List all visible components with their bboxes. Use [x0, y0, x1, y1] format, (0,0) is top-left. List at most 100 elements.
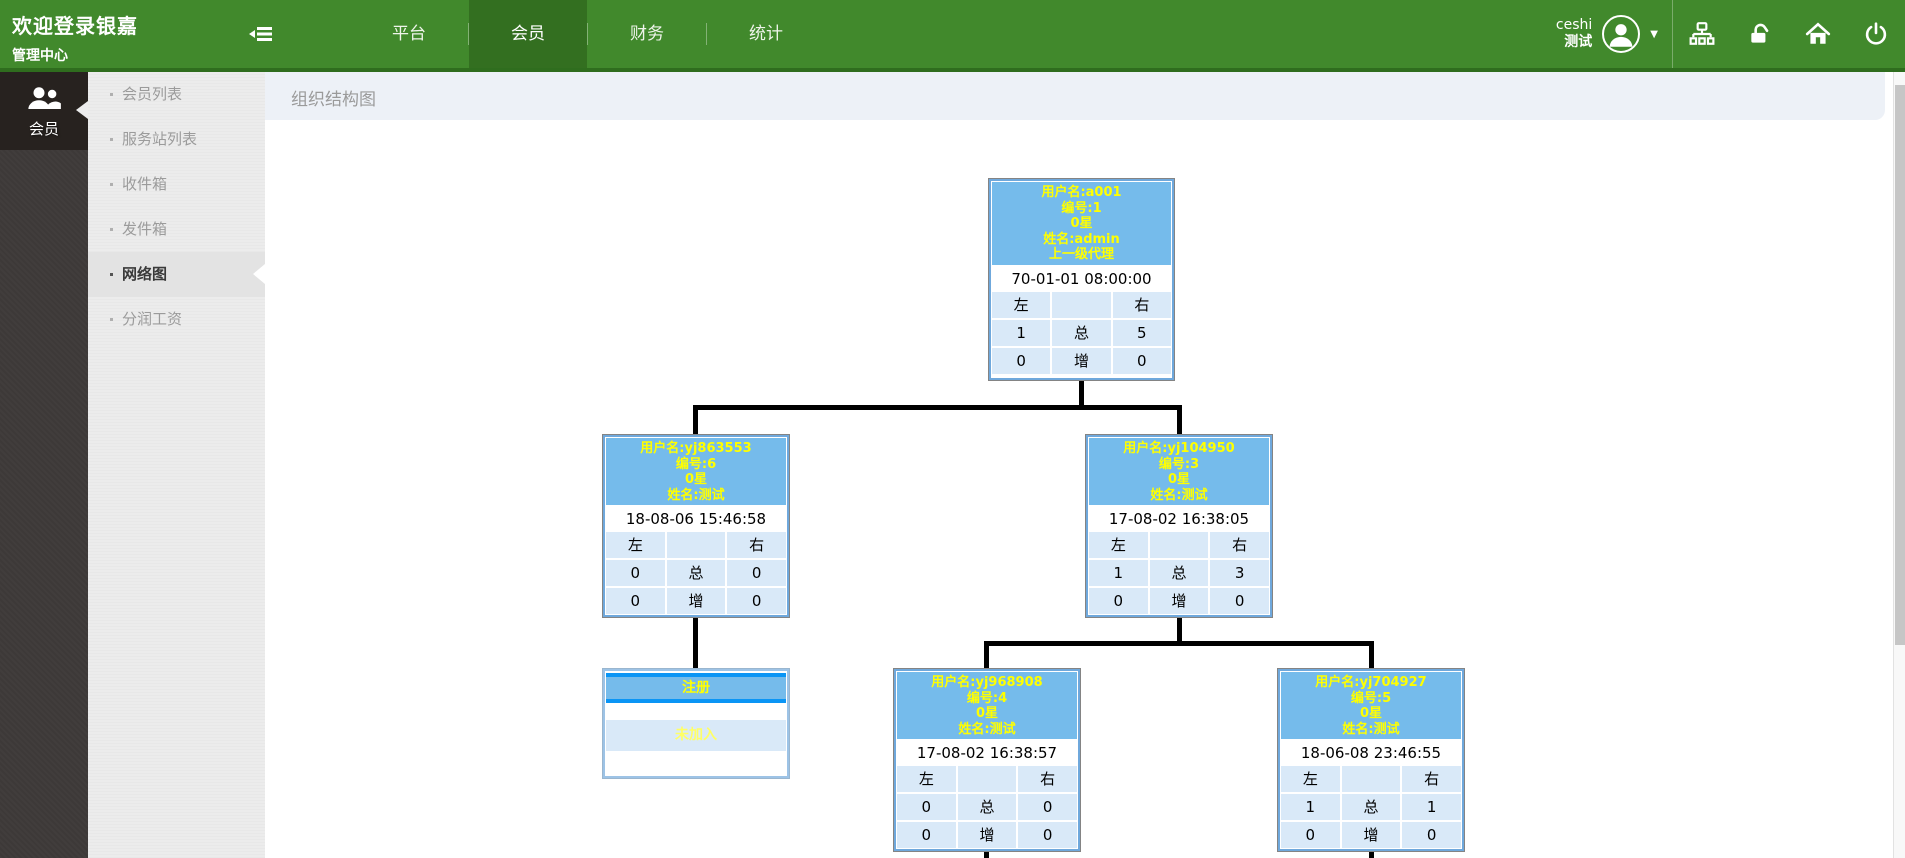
user-name: ceshi 测试	[1556, 17, 1592, 51]
stat-cell: 增	[666, 588, 726, 614]
node-stats: 左 右 0 总 0 0 增 0	[897, 766, 1077, 848]
stat-cell: 总	[957, 794, 1017, 820]
stat-cell: 左	[1281, 766, 1340, 792]
bullet-dot-icon	[110, 183, 113, 186]
user-name-line1: ceshi	[1555, 17, 1593, 33]
sidebar-submenu: 会员列表 服务站列表 收件箱 发件箱 网络图 分润工资	[88, 72, 265, 858]
sitemap-icon[interactable]	[1673, 0, 1731, 68]
register-status: 未加入	[606, 720, 786, 751]
node-username: 用户名:a001	[1041, 185, 1122, 200]
stat-cell: 右	[1210, 532, 1269, 558]
stat-cell: 总	[1341, 794, 1401, 820]
node-username: 用户名:yj863553	[640, 441, 752, 456]
sidebar-item-label: 分润工资	[122, 310, 183, 328]
stat-cell: 总	[666, 560, 726, 586]
node-star: 0星	[684, 472, 708, 487]
stat-cell	[666, 532, 726, 558]
sidebar-item-outbox[interactable]: 发件箱	[88, 207, 265, 252]
node-header: 用户名:yj968908 编号:4 0星 姓名:测试	[897, 672, 1077, 739]
stat-cell: 3	[1210, 560, 1269, 586]
rail-item-members[interactable]: 会员	[0, 72, 88, 150]
sidebar-item-label: 发件箱	[122, 220, 168, 238]
brand-title: 欢迎登录银嘉	[12, 14, 138, 38]
node-star: 0星	[1070, 216, 1093, 231]
page-title: 组织结构图	[291, 90, 376, 110]
home-icon[interactable]	[1789, 0, 1847, 68]
node-stats: 左 右 1 总 1 0 增 0	[1281, 766, 1461, 848]
sidebar-item-profit-salary[interactable]: 分润工资	[88, 297, 265, 342]
stat-cell: 左	[606, 532, 665, 558]
menu-separator	[587, 23, 588, 45]
menu-separator	[706, 23, 707, 45]
node-realname: 姓名:测试	[1342, 721, 1400, 737]
top-navbar: 欢迎登录银嘉 管理中心 平台 会员 财务 统计 ceshi 测试 ▼	[0, 0, 1905, 72]
node-date: 18-08-06 15:46:58	[625, 510, 767, 528]
node-stats: 左 右 1 总 5 0 增 0	[992, 291, 1171, 374]
stat-cell: 1	[1281, 794, 1340, 820]
caret-down-icon[interactable]: ▼	[1650, 28, 1658, 40]
node-number: 编号:1	[1061, 200, 1102, 216]
menu-item-members[interactable]: 会员	[469, 0, 587, 68]
connector-line	[1369, 641, 1374, 668]
tree-node-a001[interactable]: 用户名:a001 编号:1 0星 姓名:admin 上一级代理 70-01-01…	[988, 178, 1175, 381]
node-date: 70-01-01 08:00:00	[1011, 269, 1152, 288]
stat-cell: 0	[897, 822, 956, 848]
stat-cell: 0	[897, 794, 956, 820]
menu-item-platform[interactable]: 平台	[392, 24, 426, 44]
connector-line	[984, 851, 989, 858]
stat-cell	[1052, 291, 1111, 318]
node-star: 0星	[975, 706, 999, 721]
node-star: 0星	[1359, 706, 1383, 721]
rail-active-arrow	[76, 101, 88, 119]
node-parent-agent-link[interactable]: 上一级代理	[1048, 247, 1114, 262]
stat-cell: 左	[992, 291, 1051, 318]
node-number: 编号:6	[675, 456, 717, 472]
tree-node-yj863553[interactable]: 用户名:yj863553 编号:6 0星 姓名:测试 18-08-06 15:4…	[602, 434, 790, 618]
sidebar-item-label: 收件箱	[122, 175, 168, 193]
sidebar-toggle-icon[interactable]	[248, 22, 276, 46]
menu-item-statistics[interactable]: 统计	[749, 24, 783, 44]
node-stats: 左 右 0 总 0 0 增 0	[606, 532, 786, 614]
node-username: 用户名:yj704927	[1315, 675, 1427, 690]
stat-cell	[1149, 532, 1209, 558]
stat-cell: 0	[606, 560, 665, 586]
stat-cell: 0	[1210, 588, 1269, 614]
tree-node-yj968908[interactable]: 用户名:yj968908 编号:4 0星 姓名:测试 17-08-02 16:3…	[893, 668, 1081, 852]
scrollbar-thumb[interactable]	[1895, 85, 1905, 645]
sidebar-item-network-graph[interactable]: 网络图	[88, 252, 265, 297]
stat-cell: 增	[1341, 822, 1401, 848]
stat-cell: 增	[1149, 588, 1209, 614]
node-username: 用户名:yj104950	[1123, 441, 1235, 456]
tree-node-yj104950[interactable]: 用户名:yj104950 编号:3 0星 姓名:测试 17-08-02 16:3…	[1085, 434, 1273, 618]
tree-node-yj704927[interactable]: 用户名:yj704927 编号:5 0星 姓名:测试 18-06-08 23:4…	[1277, 668, 1465, 852]
register-link[interactable]: 注册	[682, 680, 710, 696]
node-number: 编号:4	[966, 690, 1008, 706]
stat-cell: 总	[1149, 560, 1209, 586]
node-header: 用户名:a001 编号:1 0星 姓名:admin 上一级代理	[992, 182, 1171, 265]
user-avatar-icon[interactable]	[1602, 15, 1641, 53]
sidebar-item-service-station-list[interactable]: 服务站列表	[88, 117, 265, 162]
sidebar-item-inbox[interactable]: 收件箱	[88, 162, 265, 207]
stat-cell: 总	[1052, 319, 1111, 346]
connector-line	[984, 641, 989, 668]
node-stats: 左 右 1 总 3 0 增 0	[1089, 532, 1269, 614]
connector-line	[693, 405, 698, 434]
power-icon[interactable]	[1847, 0, 1905, 68]
menu-item-finance[interactable]: 财务	[630, 24, 664, 44]
stat-cell: 0	[727, 560, 786, 586]
bullet-dot-icon	[110, 228, 113, 231]
node-date: 17-08-02 16:38:57	[916, 744, 1058, 762]
connector-line	[984, 641, 1374, 646]
vertical-scrollbar[interactable]	[1893, 72, 1905, 858]
page-title-band: 组织结构图	[265, 72, 1885, 120]
stat-cell: 右	[1402, 766, 1461, 792]
connector-line	[1177, 405, 1182, 434]
stat-cell: 0	[606, 588, 665, 614]
sidebar-item-member-list[interactable]: 会员列表	[88, 72, 265, 117]
stat-cell: 0	[1402, 822, 1461, 848]
stat-cell: 右	[727, 532, 786, 558]
stat-cell: 0	[992, 347, 1051, 374]
unlock-icon[interactable]	[1731, 0, 1789, 68]
stat-cell: 1	[1089, 560, 1148, 586]
